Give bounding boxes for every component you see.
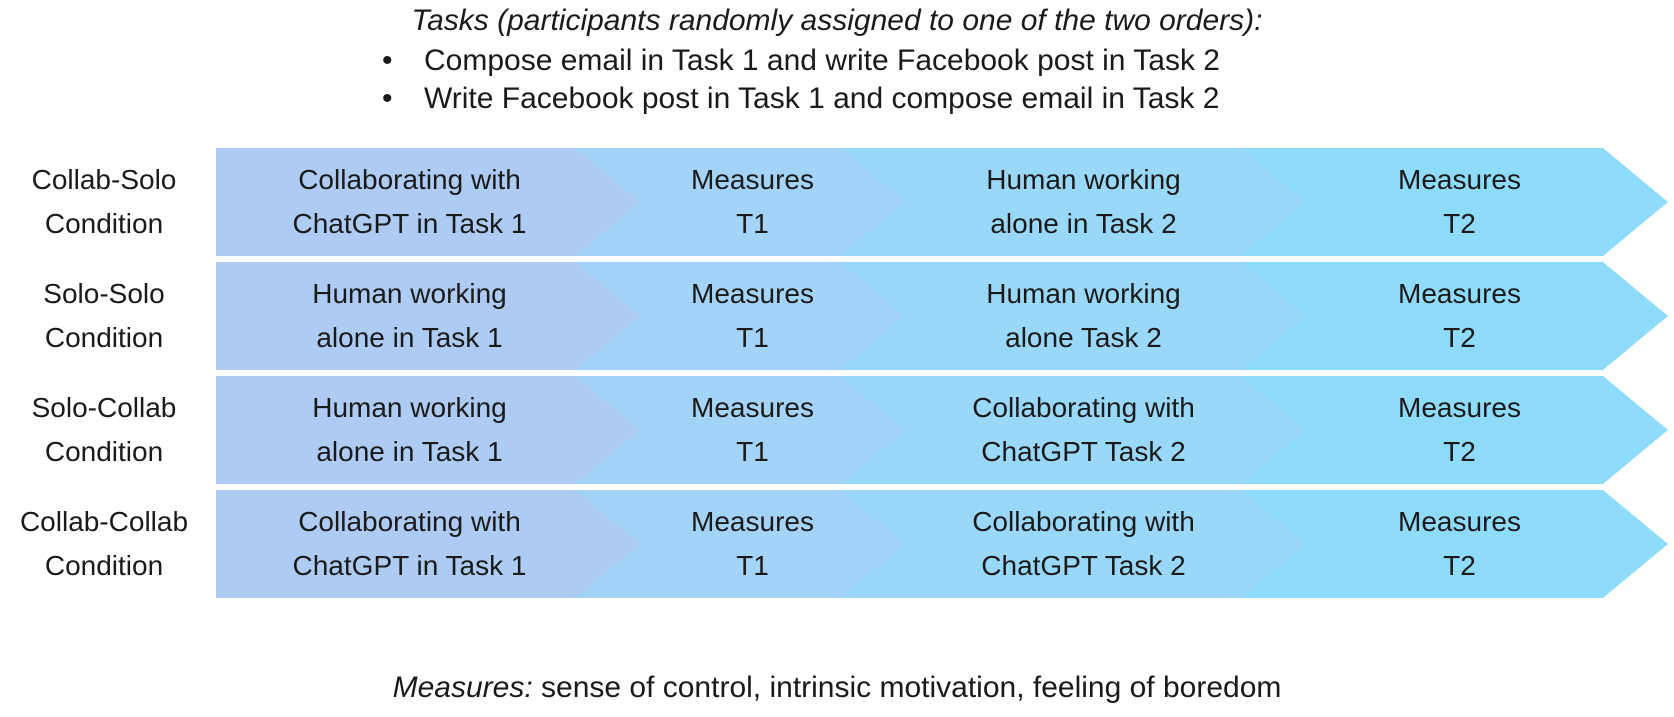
tasks-title: Tasks (participants randomly assigned to… bbox=[411, 4, 1263, 37]
step-line: T1 bbox=[736, 322, 769, 353]
step-line: Human working bbox=[312, 278, 507, 309]
condition-row-solo-collab: Solo-Collab Condition Human working alon… bbox=[0, 376, 1674, 484]
condition-word: Condition bbox=[44, 208, 164, 239]
step-line: Human working bbox=[312, 392, 507, 423]
step-line: alone in Task 1 bbox=[316, 322, 503, 353]
task-order-list: • Compose email in Task 1 and write Faceb… bbox=[382, 42, 1220, 118]
measures-footer: Measures: sense of control, intrinsic mo… bbox=[0, 668, 1674, 708]
step-task2: Human working alone Task 2 bbox=[840, 262, 1309, 370]
condition-word: Condition bbox=[44, 550, 164, 581]
measures-text: sense of control, intrinsic motivation, … bbox=[532, 671, 1282, 704]
step-line: Measures bbox=[691, 506, 814, 537]
bullet-icon: • bbox=[382, 44, 393, 77]
step-measures-t2: Measures T2 bbox=[1241, 148, 1668, 256]
condition-row-solo-solo: Solo-Solo Condition Human working alone … bbox=[0, 262, 1674, 370]
step-task1: Human working alone in Task 1 bbox=[216, 376, 643, 484]
step-task2: Collaborating with ChatGPT Task 2 bbox=[840, 376, 1309, 484]
step-line: T1 bbox=[736, 208, 769, 239]
condition-word: Condition bbox=[44, 436, 164, 467]
condition-name: Collab-Solo bbox=[31, 164, 177, 195]
step-line: T1 bbox=[736, 436, 769, 467]
step-measures-t2: Measures T2 bbox=[1241, 262, 1668, 370]
step-line: T1 bbox=[736, 550, 769, 581]
step-line: Measures bbox=[1398, 392, 1521, 423]
condition-name: Solo-Solo bbox=[43, 278, 165, 309]
condition-name: Solo-Collab bbox=[31, 392, 177, 423]
step-line: Measures bbox=[691, 164, 814, 195]
step-line: Collaborating with bbox=[298, 164, 521, 195]
step-line: ChatGPT Task 2 bbox=[981, 550, 1186, 581]
task-order-item: • Compose email in Task 1 and write Faceb… bbox=[382, 42, 1220, 80]
step-line: alone in Task 2 bbox=[990, 208, 1177, 239]
step-line: Collaborating with bbox=[972, 506, 1195, 537]
measures-label: Measures: bbox=[392, 671, 533, 704]
step-measures-t2: Measures T2 bbox=[1241, 376, 1668, 484]
step-line: T2 bbox=[1443, 436, 1476, 467]
step-line: Measures bbox=[1398, 164, 1521, 195]
step-line: Human working bbox=[986, 278, 1181, 309]
step-line: Measures bbox=[1398, 506, 1521, 537]
step-line: Collaborating with bbox=[972, 392, 1195, 423]
step-task2: Collaborating with ChatGPT Task 2 bbox=[840, 490, 1309, 598]
condition-row-collab-solo: Collab-Solo Condition Collaborating with… bbox=[0, 148, 1674, 256]
step-line: Human working bbox=[986, 164, 1181, 195]
condition-label: Collab-Collab Condition bbox=[0, 490, 208, 598]
step-line: ChatGPT in Task 1 bbox=[292, 208, 527, 239]
step-task1: Collaborating with ChatGPT in Task 1 bbox=[216, 490, 643, 598]
task-order-text: Compose email in Task 1 and write Facebo… bbox=[424, 44, 1220, 77]
step-line: ChatGPT in Task 1 bbox=[292, 550, 527, 581]
step-line: ChatGPT Task 2 bbox=[981, 436, 1186, 467]
bullet-icon: • bbox=[382, 82, 393, 115]
condition-row-collab-collab: Collab-Collab Condition Collaborating wi… bbox=[0, 490, 1674, 598]
step-task2: Human working alone in Task 2 bbox=[840, 148, 1309, 256]
step-line: Measures bbox=[691, 278, 814, 309]
step-line: alone Task 2 bbox=[1005, 322, 1162, 353]
step-line: Measures bbox=[691, 392, 814, 423]
step-measures-t1: Measures T1 bbox=[575, 262, 908, 370]
step-line: T2 bbox=[1443, 208, 1476, 239]
condition-label: Solo-Collab Condition bbox=[0, 376, 208, 484]
step-line: Measures bbox=[1398, 278, 1521, 309]
task-order-text: Write Facebook post in Task 1 and compos… bbox=[424, 82, 1220, 115]
condition-label: Collab-Solo Condition bbox=[0, 148, 208, 256]
step-measures-t2: Measures T2 bbox=[1241, 490, 1668, 598]
step-line: T2 bbox=[1443, 550, 1476, 581]
condition-name: Collab-Collab bbox=[19, 506, 189, 537]
step-line: alone in Task 1 bbox=[316, 436, 503, 467]
condition-label: Solo-Solo Condition bbox=[0, 262, 208, 370]
step-line: Collaborating with bbox=[298, 506, 521, 537]
step-task1: Human working alone in Task 1 bbox=[216, 262, 643, 370]
step-line: T2 bbox=[1443, 322, 1476, 353]
task-order-item: • Write Facebook post in Task 1 and compo… bbox=[382, 80, 1220, 118]
condition-word: Condition bbox=[44, 322, 164, 353]
step-task1: Collaborating with ChatGPT in Task 1 bbox=[216, 148, 643, 256]
